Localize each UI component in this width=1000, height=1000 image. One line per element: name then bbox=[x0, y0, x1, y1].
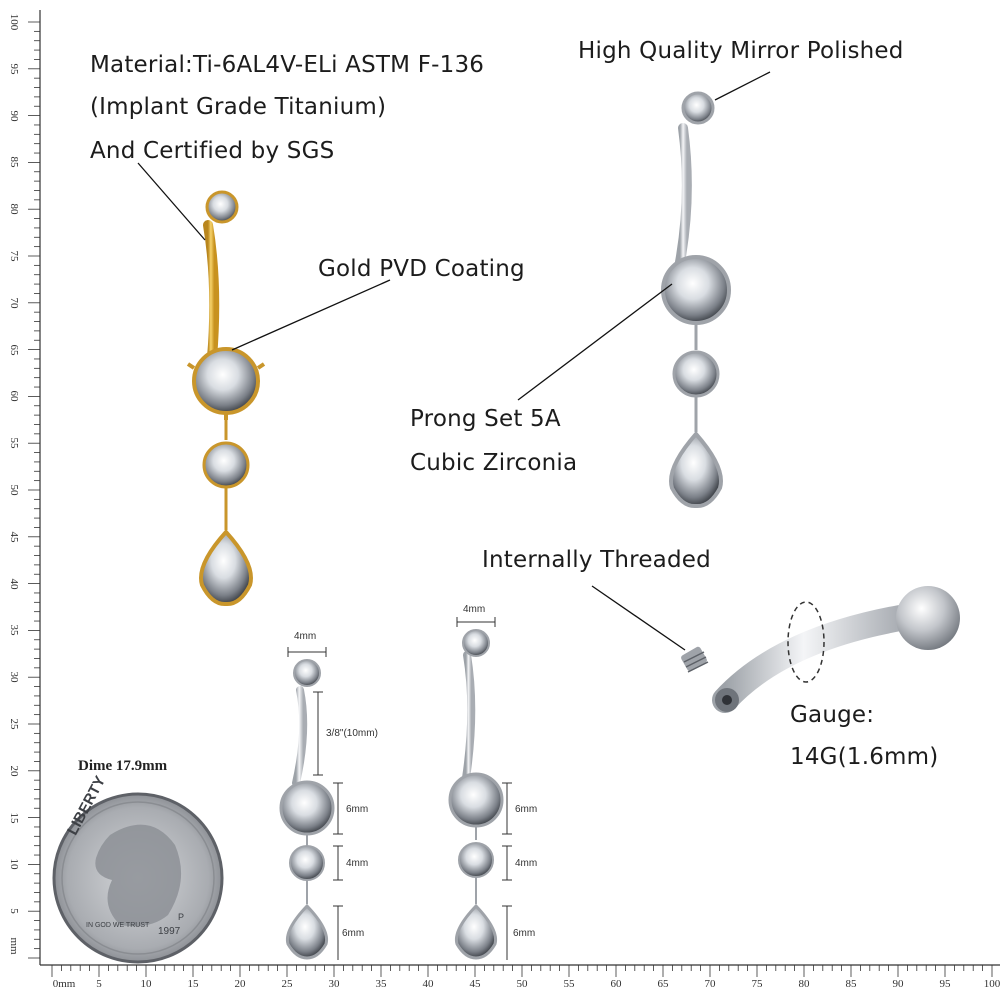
dimension-diagram-a bbox=[279, 647, 343, 960]
x-ruler-label: 50 bbox=[516, 978, 528, 990]
threaded-screw bbox=[681, 646, 709, 673]
x-ruler-label: 25 bbox=[281, 978, 293, 990]
x-ruler-label: 0mm bbox=[52, 978, 76, 990]
prong-label-line2: Cubic Zirconia bbox=[410, 450, 578, 476]
dim-gem-large-b: 6mm bbox=[515, 804, 538, 815]
material-label-line2: (Implant Grade Titanium) bbox=[90, 94, 387, 120]
dime-mint-mark: P bbox=[178, 912, 185, 922]
x-ruler-label: 45 bbox=[469, 978, 481, 990]
x-ruler-label: 10 bbox=[140, 978, 152, 990]
dim-gem-small-b: 4mm bbox=[515, 858, 538, 869]
x-ruler-label: 55 bbox=[563, 978, 575, 990]
prong-label-line1: Prong Set 5A bbox=[410, 406, 561, 432]
x-ruler-label: 65 bbox=[657, 978, 669, 990]
dim-gem-small-a: 4mm bbox=[346, 858, 369, 869]
x-ruler-label: 35 bbox=[375, 978, 387, 990]
x-ruler-label: 20 bbox=[234, 978, 246, 990]
leader-lines bbox=[137, 71, 771, 651]
threaded-bar bbox=[681, 586, 960, 713]
dime-caption: Dime 17.9mm bbox=[78, 758, 168, 774]
x-ruler-label: 85 bbox=[845, 978, 857, 990]
coating-label: Gold PVD Coating bbox=[318, 256, 525, 282]
x-ruler-label: 30 bbox=[328, 978, 340, 990]
x-ruler-label: 80 bbox=[798, 978, 810, 990]
gauge-label-line2: 14G(1.6mm) bbox=[790, 744, 939, 770]
gauge-label-line1: Gauge: bbox=[790, 702, 875, 728]
dim-drop-a: 6mm bbox=[342, 928, 365, 939]
material-label-line3: And Certified by SGS bbox=[90, 138, 335, 164]
dim-top-width-a: 4mm bbox=[294, 631, 317, 642]
x-ruler-label: 60 bbox=[610, 978, 622, 990]
dim-drop-b: 6mm bbox=[513, 928, 536, 939]
dim-gem-large-a: 6mm bbox=[346, 804, 369, 815]
dime-year: 1997 bbox=[158, 926, 181, 937]
x-ruler-label: 40 bbox=[422, 978, 434, 990]
material-label-line1: Material:Ti-6AL4V-ELi ASTM F-136 bbox=[90, 52, 485, 78]
x-ruler-label: 100 bbox=[983, 978, 1000, 990]
dime-inscription: IN GOD WE TRUST bbox=[86, 922, 150, 929]
x-ruler-label: 75 bbox=[751, 978, 763, 990]
dimension-diagram-b bbox=[448, 617, 512, 960]
x-ruler-label: 15 bbox=[187, 978, 199, 990]
x-ruler-label: 90 bbox=[892, 978, 904, 990]
threaded-label: Internally Threaded bbox=[482, 547, 711, 573]
silver-belly-ring bbox=[661, 91, 731, 509]
dim-bar-length: 3/8"(10mm) bbox=[326, 728, 378, 739]
polish-label: High Quality Mirror Polished bbox=[578, 38, 904, 64]
dime-coin bbox=[52, 792, 224, 964]
x-ruler-label: 70 bbox=[704, 978, 716, 990]
dim-top-width-b: 4mm bbox=[463, 604, 486, 615]
gold-belly-ring bbox=[186, 190, 266, 607]
x-ruler-label: 95 bbox=[939, 978, 951, 990]
x-ruler-label: 5 bbox=[96, 978, 102, 990]
